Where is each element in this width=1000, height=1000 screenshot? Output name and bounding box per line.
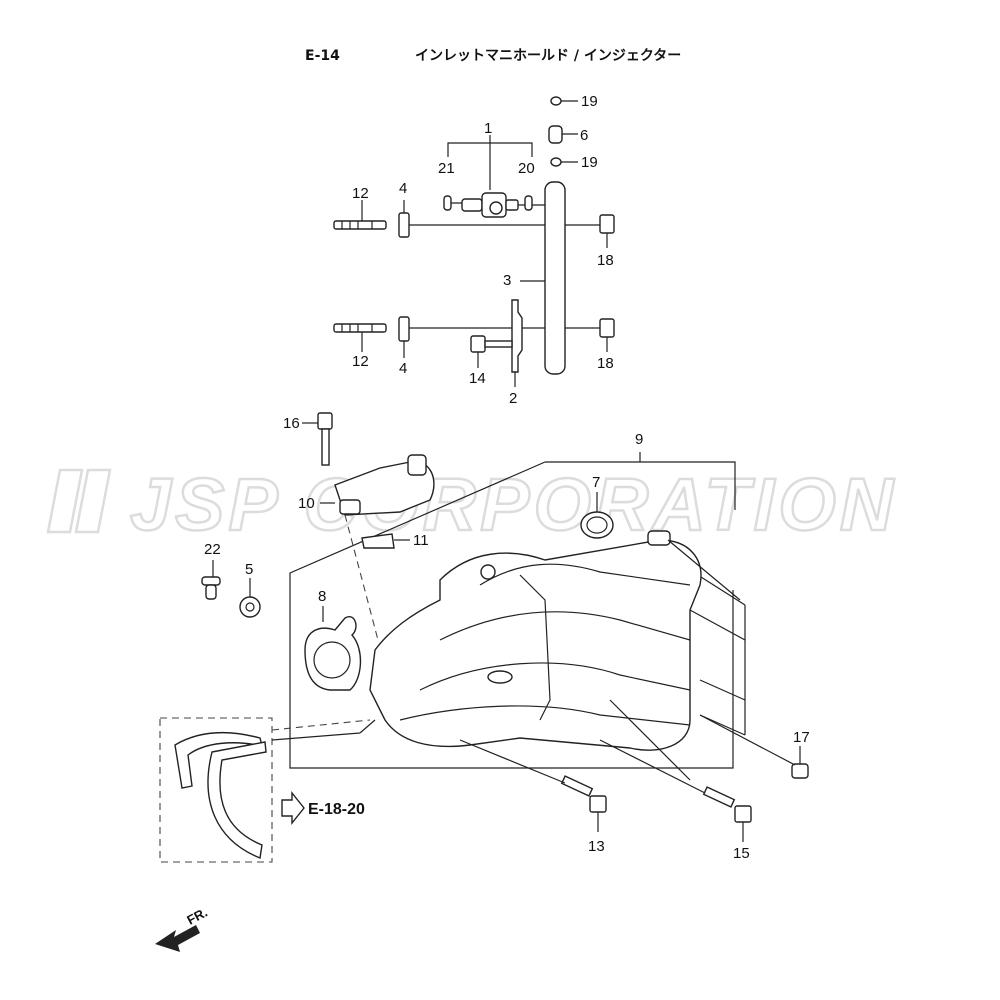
callout-11: 11 (413, 532, 429, 549)
bolt-14[interactable] (470, 335, 513, 353)
stud-12-upper[interactable] (333, 220, 387, 230)
callout-2: 2 (509, 390, 517, 407)
bolt-15[interactable] (702, 786, 752, 823)
callout-12-upper: 12 (352, 185, 369, 202)
bolt-13[interactable] (560, 775, 607, 813)
o-ring-21[interactable] (443, 195, 452, 211)
o-ring-19-top[interactable] (550, 96, 562, 106)
connector-6[interactable] (548, 125, 563, 144)
callout-9: 9 (635, 431, 643, 448)
callout-labels: 1 2 3 4 4 5 6 7 8 9 10 11 12 12 13 14 15… (204, 93, 810, 862)
bracket-2[interactable] (511, 299, 523, 373)
gasket-8[interactable] (304, 616, 362, 691)
nut-17[interactable] (791, 763, 809, 779)
callout-14: 14 (469, 370, 486, 387)
watermark: JSP CORPORATION (46, 462, 894, 547)
intake-manifold-part[interactable] (369, 530, 702, 751)
collar-4-lower[interactable] (398, 316, 410, 342)
callout-10: 10 (298, 495, 315, 512)
callout-4-upper: 4 (399, 180, 407, 197)
callout-1: 1 (484, 120, 492, 137)
callout-19-bottom: 19 (581, 154, 598, 171)
callout-16: 16 (283, 415, 300, 432)
callout-6: 6 (580, 127, 588, 144)
bolt-18-lower[interactable] (599, 318, 615, 338)
front-direction-indicator: FR. (155, 905, 210, 952)
diagram-code: E-14 (305, 48, 340, 64)
callout-17: 17 (793, 729, 810, 746)
reference-link[interactable]: E-18-20 (281, 791, 365, 825)
callout-13: 13 (588, 838, 605, 855)
bolt-16[interactable] (317, 412, 333, 466)
diagram-title: インレットマニホールド / インジェクター (415, 48, 681, 64)
callout-12-lower: 12 (352, 353, 369, 370)
callout-3: 3 (503, 272, 511, 289)
callout-22: 22 (204, 541, 221, 558)
nut-5[interactable] (239, 596, 261, 618)
fuel-rail-group (333, 96, 615, 387)
bolt-18-upper[interactable] (599, 214, 615, 234)
o-ring-19-bottom[interactable] (550, 157, 562, 167)
fuel-rail-part[interactable] (544, 181, 566, 375)
callout-18-lower: 18 (597, 355, 614, 372)
clamp-7[interactable] (580, 511, 614, 539)
callout-7: 7 (592, 474, 600, 491)
callout-5: 5 (245, 561, 253, 578)
callout-21: 21 (438, 160, 455, 177)
callout-19-top: 19 (581, 93, 598, 110)
callout-4-lower: 4 (399, 360, 407, 377)
throttle-part-10[interactable] (334, 454, 435, 516)
callout-20: 20 (518, 160, 535, 177)
hose-part[interactable] (174, 731, 267, 859)
callout-15: 15 (733, 845, 750, 862)
front-label: FR. (184, 905, 210, 928)
callout-8: 8 (318, 588, 326, 605)
cap-22[interactable] (201, 576, 221, 600)
clip-11[interactable] (361, 533, 395, 549)
reference-label: E-18-20 (308, 801, 365, 818)
collar-4-upper[interactable] (398, 212, 410, 238)
callout-18-upper: 18 (597, 252, 614, 269)
injector-part[interactable] (461, 192, 519, 218)
o-ring-20[interactable] (524, 195, 533, 211)
manifold-group: E-18-20 FR. (155, 412, 809, 952)
stud-12-lower[interactable] (333, 323, 387, 333)
